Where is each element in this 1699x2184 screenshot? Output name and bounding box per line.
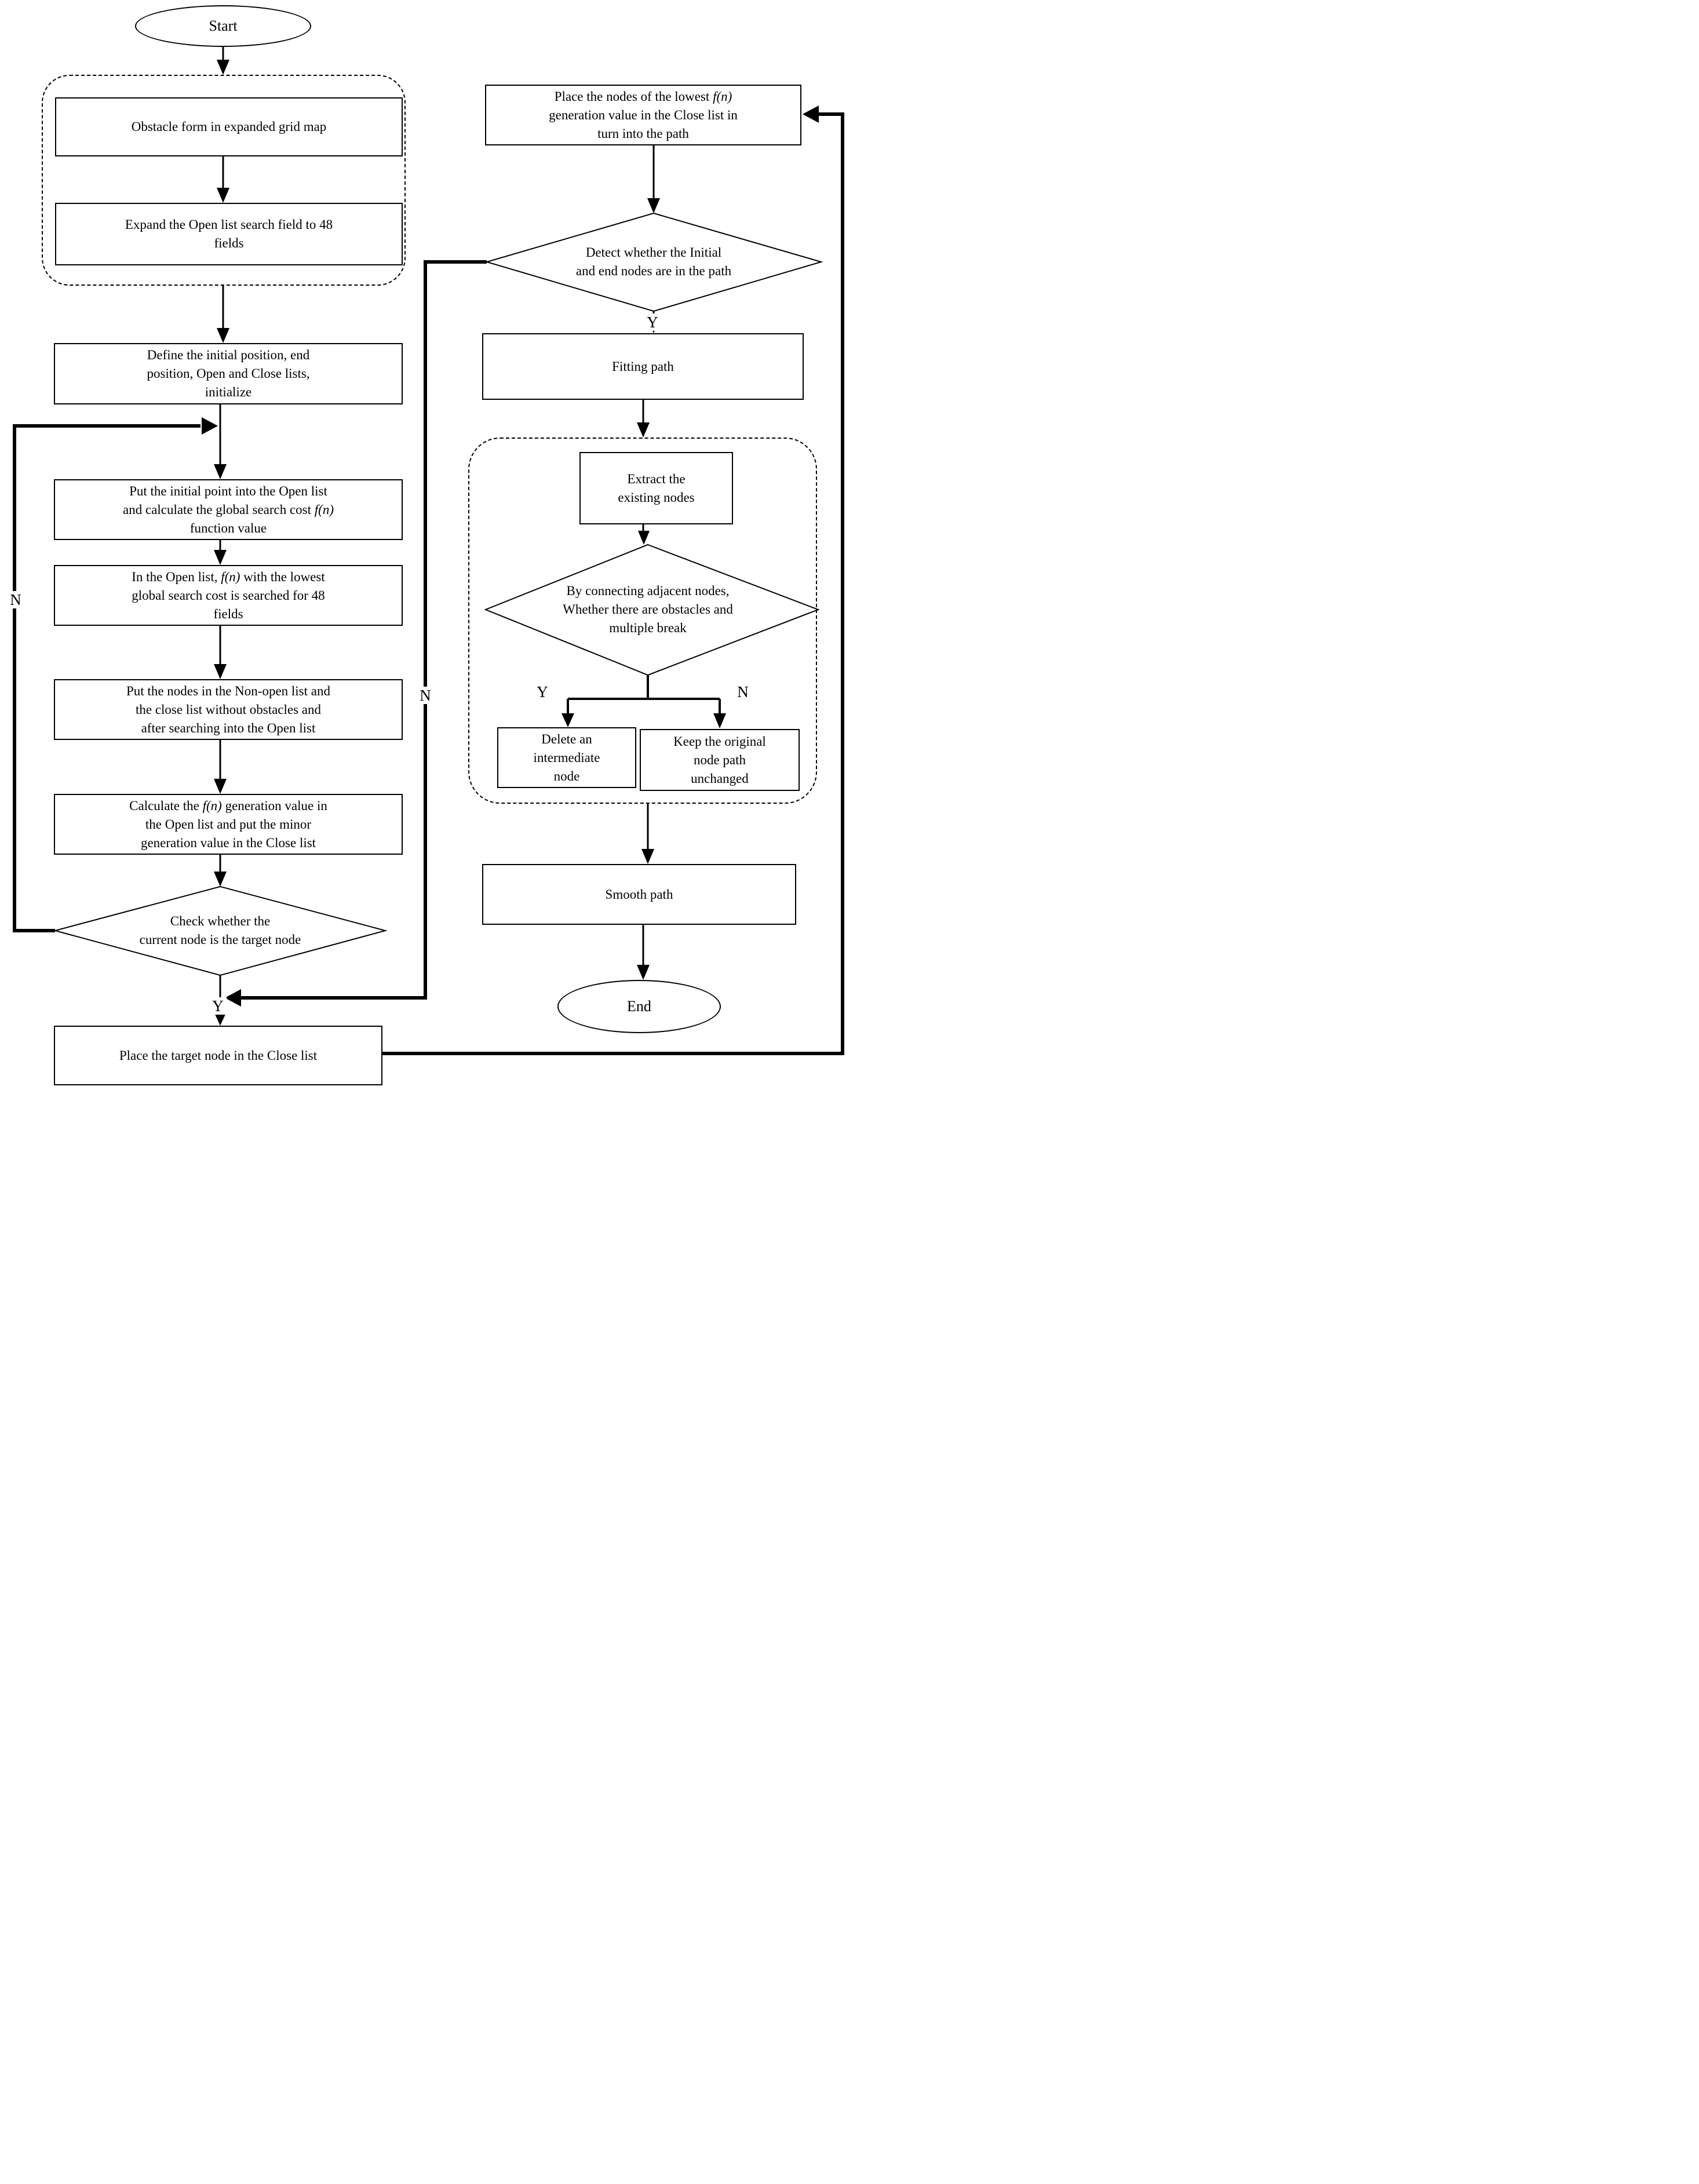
node-calculate-generation: Calculate the f(n) generation value in th… bbox=[54, 794, 403, 855]
edge-obstacle-to-expand bbox=[217, 156, 229, 203]
edge-start-to-gridmap-group bbox=[217, 47, 229, 75]
group-node-optimization bbox=[468, 437, 817, 804]
node-delete-intermediate: Delete an intermediate node bbox=[497, 727, 636, 788]
node-end-label: End bbox=[627, 998, 651, 1015]
text-line: the close list without obstacles and bbox=[135, 702, 322, 717]
edge-group-to-smooth bbox=[641, 804, 654, 864]
text-line: Calculate the f(n) generation value in bbox=[129, 798, 327, 813]
edge-put-initial-to-search bbox=[214, 540, 227, 565]
text-line: node bbox=[553, 768, 580, 783]
decision-detect-initial-end-shape bbox=[484, 212, 823, 312]
edge-smooth-to-end bbox=[637, 925, 650, 980]
text-line: Smooth path bbox=[605, 887, 673, 902]
edge-fitting-to-group bbox=[637, 400, 650, 437]
text-line: fields bbox=[213, 606, 243, 621]
text-line: Place the nodes of the lowest f(n) bbox=[554, 89, 732, 104]
text-line: initialize bbox=[205, 385, 252, 399]
text-line: function value bbox=[189, 520, 267, 535]
label-check-target-yes: Y bbox=[209, 997, 227, 1015]
edge-place-lowest-to-detect bbox=[647, 145, 660, 213]
edge-extract-to-obstacles bbox=[638, 524, 650, 545]
text-line: Extract the bbox=[627, 471, 686, 486]
edge-check-target-no-loop bbox=[13, 417, 218, 932]
text-line: position, Open and Close lists, bbox=[147, 366, 310, 381]
node-put-nodes-open-list: Put the nodes in the Non-open list and th… bbox=[54, 679, 403, 740]
node-expand-open-list: Expand the Open list search field to 48 f… bbox=[55, 203, 403, 265]
text-line: Put the initial point into the Open list bbox=[129, 483, 327, 498]
node-extract-existing: Extract the existing nodes bbox=[579, 452, 733, 524]
node-end: End bbox=[557, 980, 721, 1033]
node-start-label: Start bbox=[209, 17, 238, 34]
label-obstacles-no: N bbox=[734, 683, 752, 701]
text-line: generation value in the Close list in bbox=[549, 107, 738, 122]
text-line: generation value in the Close list bbox=[140, 835, 316, 850]
flowchart-connectors bbox=[13, 47, 844, 1055]
edge-calculate-to-check bbox=[214, 855, 227, 887]
text-line: Expand the Open list search field to 48 bbox=[125, 217, 333, 232]
edge-put-nodes-to-calculate bbox=[214, 740, 227, 794]
label-detect-yes: Y bbox=[644, 313, 661, 331]
text-line: node path bbox=[693, 752, 746, 767]
node-start: Start bbox=[135, 5, 311, 47]
text-line: Delete an bbox=[541, 731, 592, 746]
edge-gridmap-to-define bbox=[217, 286, 229, 343]
text-line: Put the nodes in the Non-open list and bbox=[126, 683, 330, 698]
node-search-lowest-fn: In the Open list, f(n) with the lowest gl… bbox=[54, 565, 403, 626]
edge-place-target-to-place-lowest bbox=[382, 105, 844, 1055]
node-obstacle-form: Obstacle form in expanded grid map bbox=[55, 97, 403, 156]
text-line: existing nodes bbox=[618, 490, 695, 505]
edge-detect-no-loop bbox=[225, 260, 487, 1007]
text-line: global search cost is searched for 48 bbox=[132, 588, 325, 603]
decision-obstacles-break-shape bbox=[484, 544, 820, 676]
node-define-initialize: Define the initial position, end position… bbox=[54, 343, 403, 404]
edge-obstacles-split bbox=[562, 675, 726, 728]
flowchart-canvas: Start Obstacle form in expanded grid map… bbox=[0, 0, 850, 1092]
text-line: fields bbox=[214, 236, 244, 250]
text-line: Place the target node in the Close list bbox=[119, 1048, 318, 1063]
node-smooth-path: Smooth path bbox=[482, 864, 796, 925]
label-detect-no: N bbox=[417, 687, 434, 704]
node-put-initial-point: Put the initial point into the Open list… bbox=[54, 479, 403, 540]
text-line: after searching into the Open list bbox=[141, 720, 316, 735]
text-line: Fitting path bbox=[612, 359, 674, 374]
text-line: In the Open list, f(n) with the lowest bbox=[132, 569, 325, 584]
text-line: Define the initial position, end bbox=[147, 348, 310, 362]
node-fitting-path: Fitting path bbox=[482, 333, 804, 400]
text-line: Keep the original bbox=[673, 734, 766, 749]
node-keep-original: Keep the original node path unchanged bbox=[640, 729, 800, 791]
text-line: intermediate bbox=[533, 750, 600, 765]
decision-check-target-shape bbox=[53, 885, 388, 976]
node-place-target-close: Place the target node in the Close list bbox=[54, 1026, 382, 1085]
edge-define-to-put-initial bbox=[214, 404, 227, 479]
label-check-target-no: N bbox=[7, 591, 24, 608]
node-place-lowest-close-path: Place the nodes of the lowest f(n) genera… bbox=[485, 85, 801, 145]
text-line: unchanged bbox=[691, 771, 749, 786]
text-line: Obstacle form in expanded grid map bbox=[131, 119, 327, 134]
text-line: turn into the path bbox=[597, 126, 689, 141]
text-line: and calculate the global search cost f(n… bbox=[122, 502, 334, 517]
group-grid-map bbox=[42, 75, 406, 286]
text-line: the Open list and put the minor bbox=[145, 816, 312, 832]
label-obstacles-yes: Y bbox=[534, 683, 551, 701]
edge-search-to-put-nodes bbox=[214, 626, 227, 679]
edge-check-yes-to-place-target bbox=[214, 975, 227, 1026]
